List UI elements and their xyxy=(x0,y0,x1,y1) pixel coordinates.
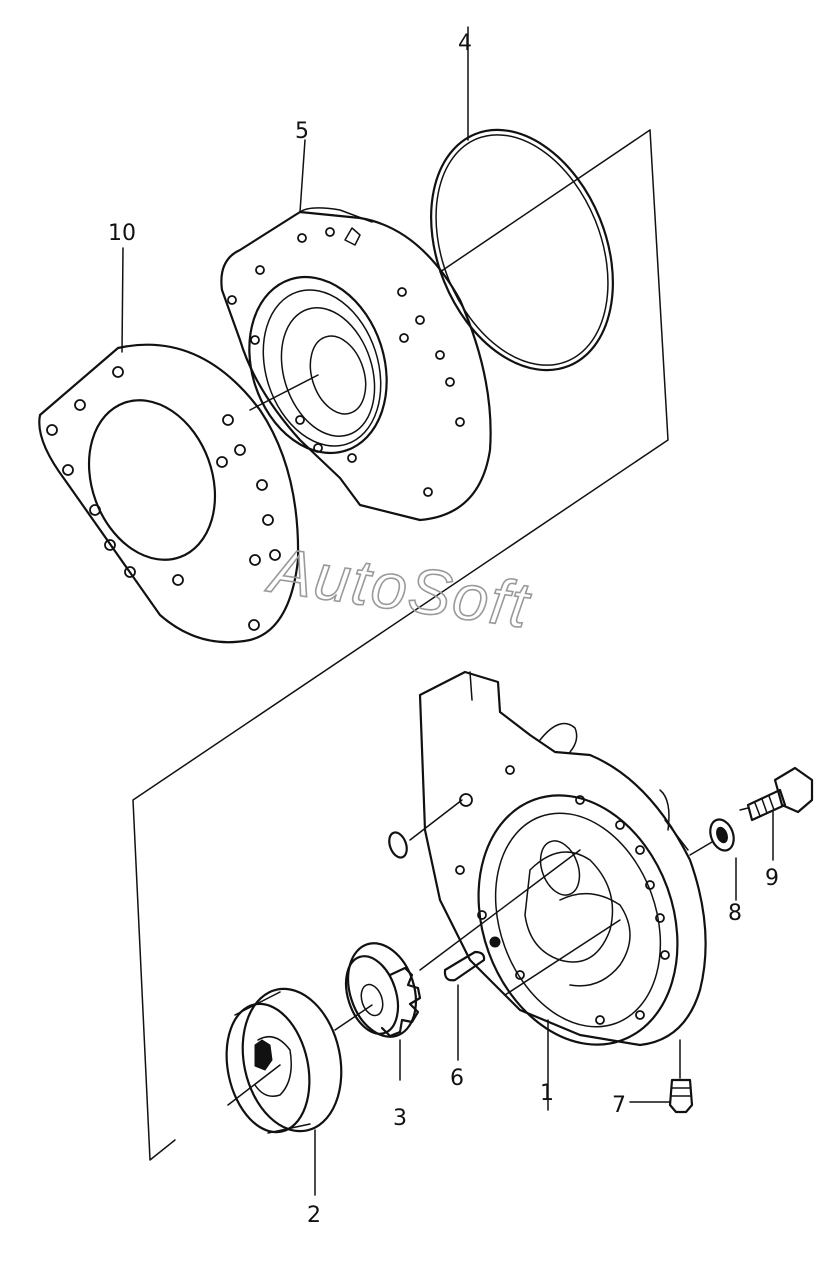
label-part-6: 6 xyxy=(450,1066,464,1091)
part-3-inner-gear xyxy=(334,942,422,1081)
callout-labels: 1 2 3 4 5 6 7 8 9 10 xyxy=(108,31,779,1228)
part-1-pump-housing xyxy=(418,670,707,1111)
label-part-5: 5 xyxy=(295,119,309,144)
small-o-ring xyxy=(388,799,463,859)
assembly-frame xyxy=(132,129,669,1161)
label-part-3: 3 xyxy=(393,1106,407,1131)
part-10-gasket xyxy=(38,247,300,644)
label-part-2: 2 xyxy=(307,1203,321,1228)
label-part-9: 9 xyxy=(765,866,779,891)
part-5-cover-plate xyxy=(220,139,492,522)
watermark-text: AutoSoft xyxy=(262,533,535,641)
part-6-dowel-pin xyxy=(443,950,486,1061)
part-8-washer xyxy=(689,818,737,901)
label-part-7: 7 xyxy=(612,1093,626,1118)
label-part-8: 8 xyxy=(728,901,742,926)
part-4-o-ring xyxy=(430,26,651,372)
label-part-10: 10 xyxy=(108,221,136,246)
part-9-bolt xyxy=(739,766,814,861)
part-7-drain-plug xyxy=(629,1039,694,1114)
part-2-outer-rotor xyxy=(225,987,343,1196)
label-part-1: 1 xyxy=(540,1081,554,1106)
label-part-4: 4 xyxy=(458,31,472,56)
